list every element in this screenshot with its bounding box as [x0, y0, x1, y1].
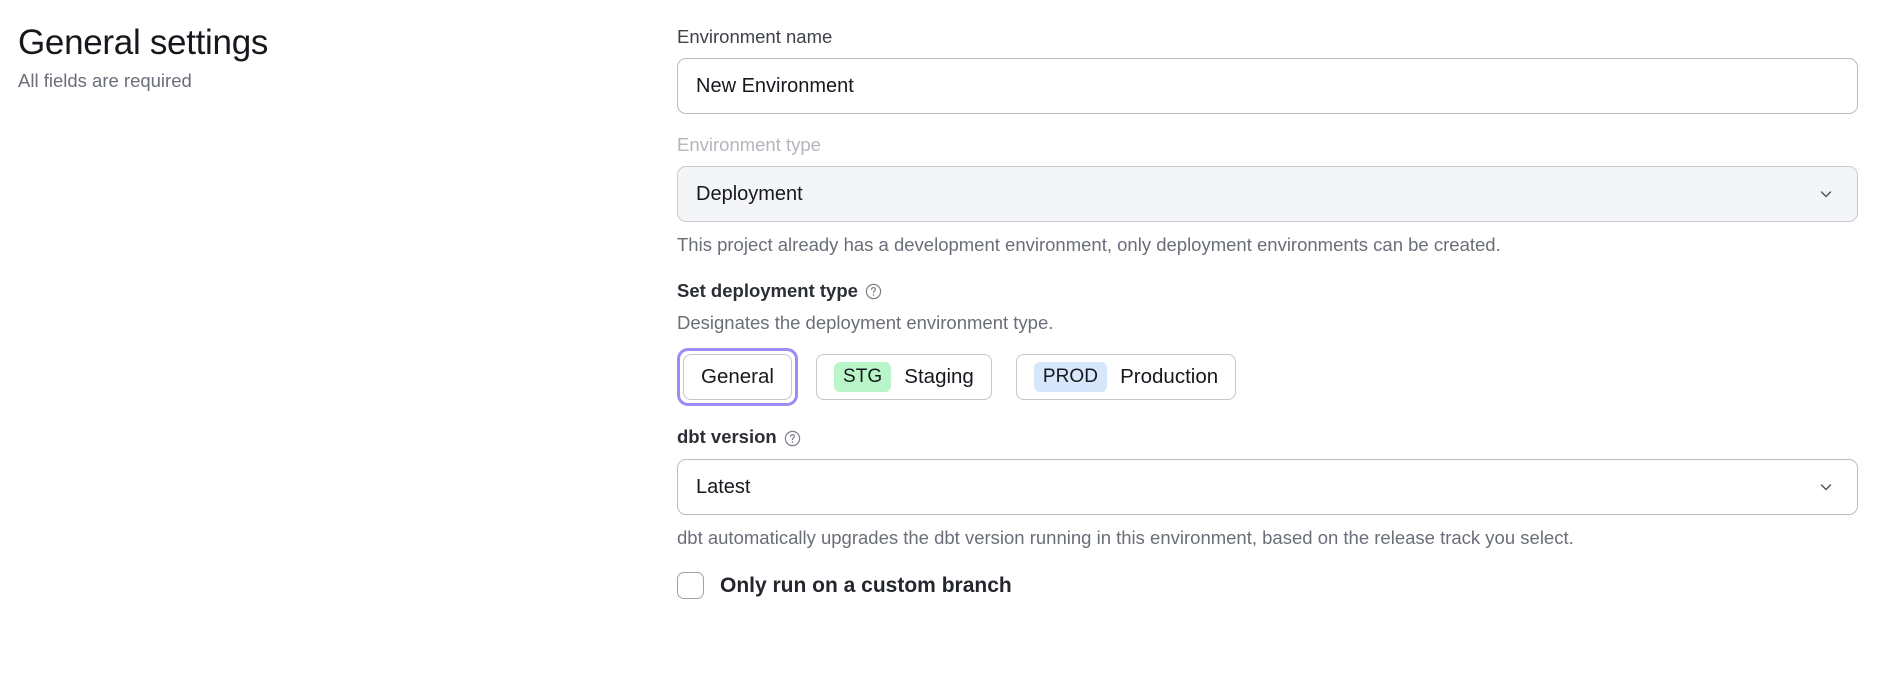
deployment-option-staging-label: Staging — [904, 365, 974, 389]
deployment-type-options: General STG Staging PROD Production — [677, 348, 1858, 407]
production-badge: PROD — [1033, 362, 1108, 393]
environment-name-field: Environment name New Environment — [677, 25, 1858, 115]
dbt-version-field: dbt version Latest dbt automatica — [677, 425, 1858, 549]
deployment-option-staging-wrapper: STG Staging — [810, 348, 998, 406]
deployment-option-production-wrapper: PROD Production — [1010, 348, 1242, 406]
deployment-option-production[interactable]: PROD Production — [1015, 354, 1237, 401]
environment-name-label: Environment name — [677, 26, 833, 47]
environment-type-help-text: This project already has a development e… — [677, 234, 1501, 256]
chevron-down-icon — [1817, 478, 1835, 496]
page-subtitle: All fields are required — [18, 70, 192, 92]
environment-type-value: Deployment — [696, 183, 803, 206]
deployment-type-label-text: Set deployment type — [677, 280, 858, 302]
chevron-down-icon — [1817, 185, 1835, 203]
environment-type-select[interactable]: Deployment — [677, 166, 1858, 223]
dbt-version-label-text: dbt version — [677, 426, 777, 448]
environment-type-field: Environment type Deployment This project… — [677, 133, 1858, 257]
dbt-version-select[interactable]: Latest — [677, 458, 1858, 515]
custom-branch-row: Only run on a custom branch — [677, 571, 1858, 599]
dbt-version-help-text: dbt automatically upgrades the dbt versi… — [677, 526, 1574, 548]
question-circle-icon[interactable] — [865, 283, 882, 300]
deployment-type-description: Designates the deployment environment ty… — [677, 312, 1054, 334]
deployment-option-general-wrapper: General — [677, 348, 798, 407]
deployment-type-field: Set deployment type Designates the deplo… — [677, 279, 1858, 407]
custom-branch-checkbox[interactable] — [677, 571, 704, 599]
staging-badge: STG — [833, 362, 892, 393]
environment-name-value: New Environment — [696, 75, 854, 98]
deployment-option-general-label: General — [701, 365, 774, 389]
question-circle-icon[interactable] — [784, 430, 801, 447]
custom-branch-label: Only run on a custom branch — [720, 573, 1012, 597]
environment-type-label: Environment type — [677, 134, 821, 156]
settings-header: General settings All fields are required — [18, 22, 618, 93]
deployment-option-production-label: Production — [1120, 365, 1219, 389]
page-title: General settings — [18, 23, 269, 62]
deployment-option-staging[interactable]: STG Staging — [815, 354, 992, 401]
dbt-version-value: Latest — [696, 475, 751, 498]
deployment-type-label: Set deployment type — [677, 279, 1858, 302]
deployment-option-general[interactable]: General — [683, 354, 792, 401]
environment-name-input[interactable]: New Environment — [677, 58, 1858, 115]
dbt-version-label: dbt version — [677, 425, 1858, 448]
settings-form: Environment name New Environment Environ… — [677, 25, 1858, 599]
